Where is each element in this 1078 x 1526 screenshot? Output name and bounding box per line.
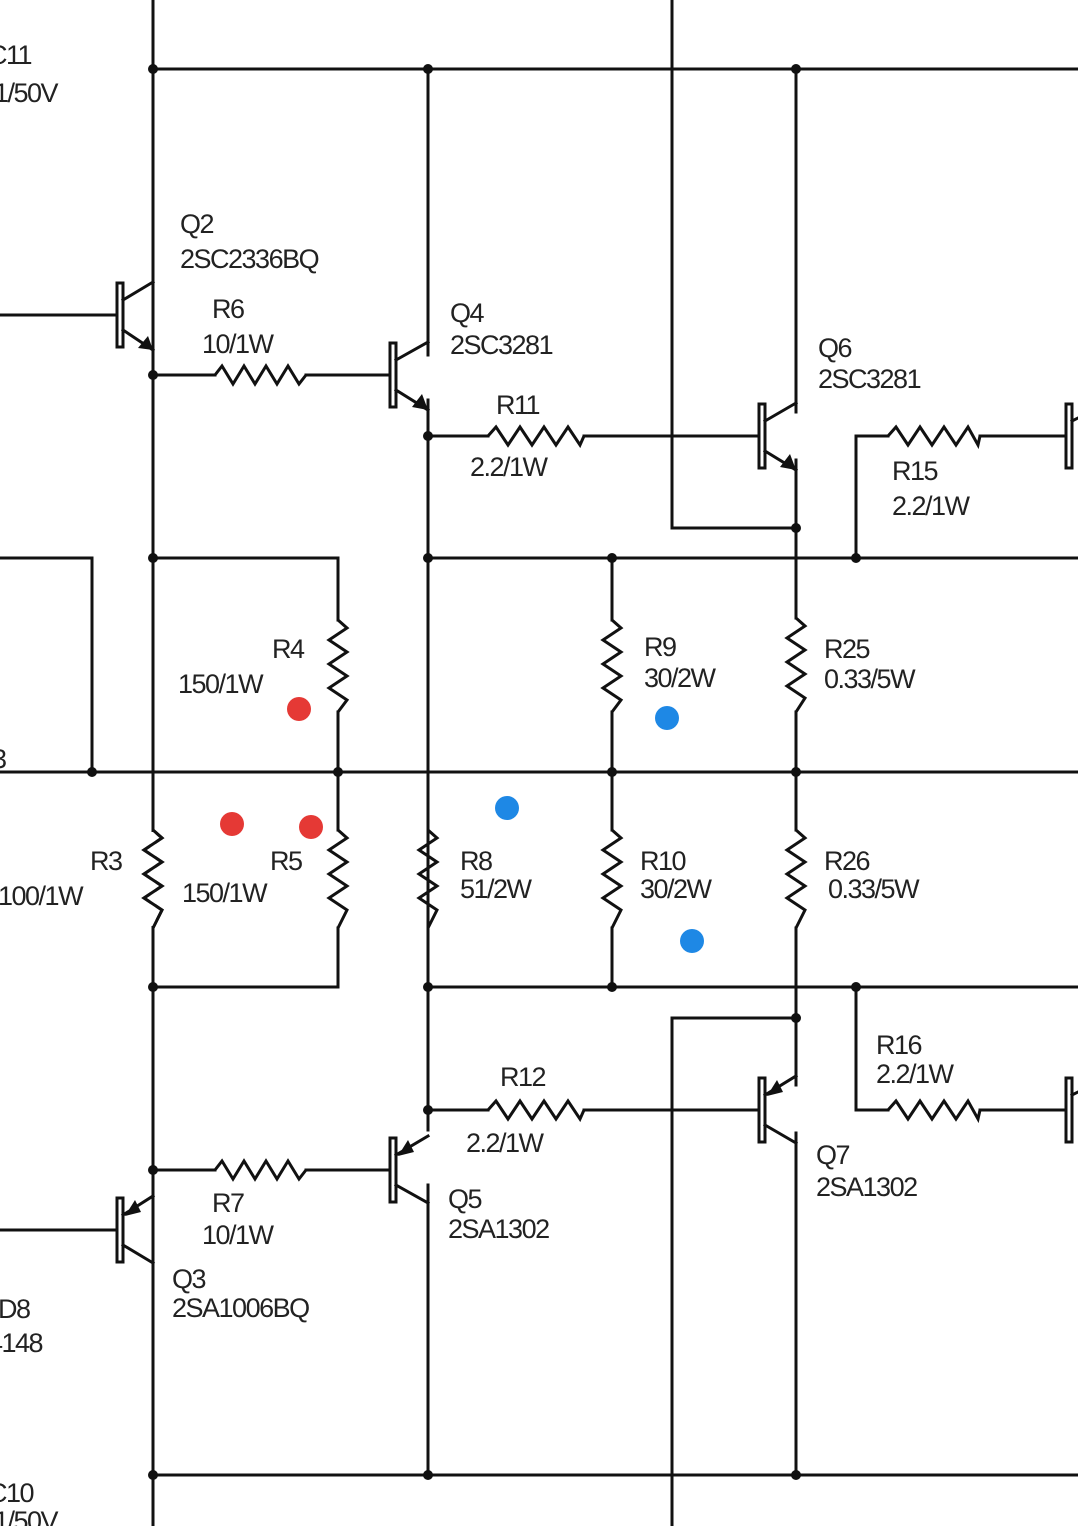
r7-name-label: R7 (212, 1188, 244, 1218)
r11-name-label: R11 (496, 390, 540, 420)
r3-name-label: R3 (90, 846, 122, 876)
blue-marker-r9 (655, 706, 679, 730)
c11-value-label: 1/50V (0, 78, 59, 108)
r9-value-label: 30/2W (644, 663, 717, 693)
transistors (115, 279, 1078, 1266)
red-marker-r4 (287, 697, 311, 721)
q3-name-label: Q3 (172, 1264, 206, 1294)
d8-name-label: D8 (0, 1294, 30, 1324)
red-marker-right (299, 815, 323, 839)
r9-name-label: R9 (644, 632, 676, 662)
q2-part-label: 2SC2336BQ (180, 244, 319, 274)
junction-dots (87, 64, 861, 1480)
q6-name-label: Q6 (818, 333, 852, 363)
r15-value-label: 2.2/1W (892, 491, 971, 521)
q4-name-label: Q4 (450, 298, 485, 328)
r3-value-label: 100/1W (0, 881, 84, 911)
markers (220, 697, 704, 953)
right-edge-transistor-upper (1064, 402, 1078, 470)
r5-resistor (326, 828, 350, 929)
r12-resistor (486, 1098, 586, 1123)
r7-resistor (213, 1158, 308, 1182)
q4-part-label: 2SC3281 (450, 330, 553, 360)
r11-resistor (486, 424, 586, 449)
r9-resistor (600, 618, 624, 713)
r4-value-label: 150/1W (178, 669, 264, 699)
r26-value-label: 0.33/5W (828, 874, 920, 904)
blue-marker-r10 (680, 929, 704, 953)
r5-value-label: 150/1W (182, 878, 268, 908)
q5-transistor-symbol (388, 1133, 431, 1206)
d8-part-label: 4148 (0, 1328, 43, 1358)
r25-resistor (784, 616, 808, 713)
r8-resistor (416, 828, 440, 929)
r6-resistor (213, 363, 308, 387)
r10-value-label: 30/2W (640, 874, 713, 904)
r12-value-label: 2.2/1W (466, 1128, 545, 1158)
r26-name-label: R26 (824, 846, 870, 876)
r26-resistor (784, 828, 808, 929)
q6-part-label: 2SC3281 (818, 364, 921, 394)
r4-name-label: R4 (272, 634, 305, 664)
r16-value-label: 2.2/1W (876, 1059, 955, 1089)
right-edge-transistor-lower (1064, 1076, 1078, 1144)
c11-name-label: C11 (0, 40, 32, 70)
r25-name-label: R25 (824, 634, 870, 664)
r8-value-label: 51/2W (460, 874, 533, 904)
q6-transistor-symbol (757, 400, 799, 473)
q4-transistor-symbol (388, 339, 431, 413)
r12-name-label: R12 (500, 1062, 546, 1092)
r3-resistor-overlay (141, 828, 165, 929)
q5-name-label: Q5 (448, 1184, 482, 1214)
r7-value-label: 10/1W (202, 1220, 275, 1250)
r10-name-label: R10 (640, 846, 686, 876)
r15-name-label: R15 (892, 456, 938, 486)
q7-name-label: Q7 (816, 1140, 850, 1170)
red-marker-left (220, 812, 244, 836)
component-labels: C11 1/50V Q2 2SC2336BQ R6 10/1W Q4 2SC32… (0, 40, 972, 1526)
q2-transistor-symbol (115, 279, 156, 353)
q5-part-label: 2SA1302 (448, 1214, 549, 1244)
q3-part-label: 2SA1006BQ (172, 1293, 309, 1323)
r16-resistor (886, 1098, 982, 1124)
resistors (141, 363, 982, 1182)
q2-name-label: Q2 (180, 209, 214, 239)
left-edge-fragment-label: 3 (0, 744, 6, 774)
r5-name-label: R5 (270, 846, 302, 876)
blue-marker-center (495, 796, 519, 820)
r8-name-label: R8 (460, 846, 492, 876)
r6-value-label: 10/1W (202, 329, 275, 359)
r10-resistor (600, 828, 624, 929)
q3-transistor-symbol (115, 1193, 156, 1266)
r25-value-label: 0.33/5W (824, 664, 916, 694)
r6-name-label: R6 (212, 294, 244, 324)
r15-resistor (886, 424, 982, 450)
q7-transistor-symbol (757, 1073, 799, 1146)
c10-name-label: C10 (0, 1478, 34, 1508)
r16-name-label: R16 (876, 1030, 922, 1060)
r11-value-label: 2.2/1W (470, 452, 549, 482)
r4-resistor (326, 618, 350, 713)
q7-part-label: 2SA1302 (816, 1172, 917, 1202)
c10-value-label: 1/50V (0, 1506, 59, 1526)
